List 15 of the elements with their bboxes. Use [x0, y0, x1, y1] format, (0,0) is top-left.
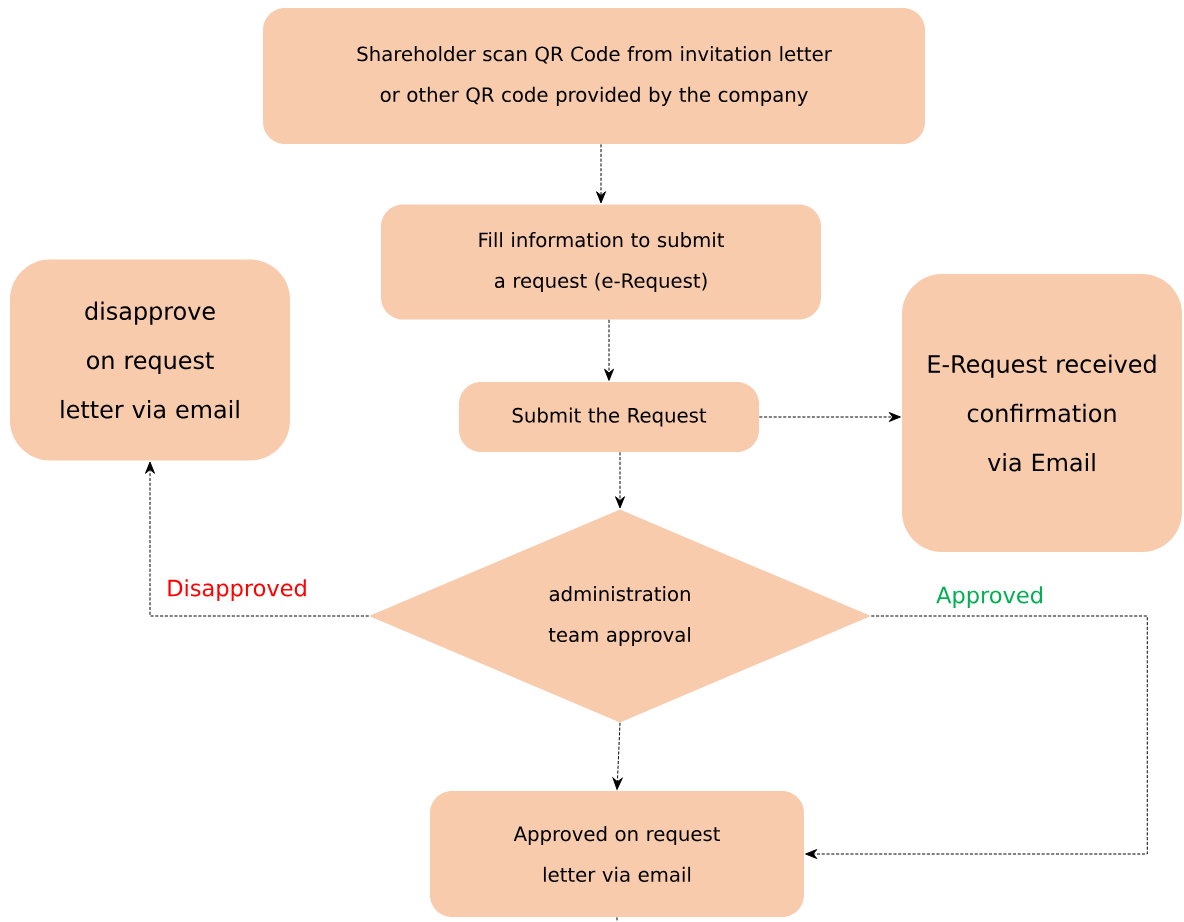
- arrow: [145, 461, 370, 617]
- arrow: [612, 722, 623, 790]
- process-box: Fill information to submit a request (e-Request): [381, 204, 821, 320]
- arrow: [596, 143, 606, 204]
- arrow: [604, 319, 614, 381]
- arrow: [615, 451, 625, 509]
- edge-label: Approved: [934, 584, 1046, 610]
- arrow: [758, 412, 901, 422]
- arrow: [805, 615, 1148, 859]
- process-box: Submit the Request: [459, 382, 759, 452]
- process-box: Shareholder scan QR Code from invitation letter or other QR code provided by the company: [263, 8, 925, 144]
- process-box: E-Request received confirmation via Email: [902, 274, 1182, 552]
- process-box: Approved on request letter via email: [430, 791, 804, 917]
- process-box: disapprove on request letter via email: [10, 259, 290, 461]
- edge-label: Disapproved: [164, 577, 310, 603]
